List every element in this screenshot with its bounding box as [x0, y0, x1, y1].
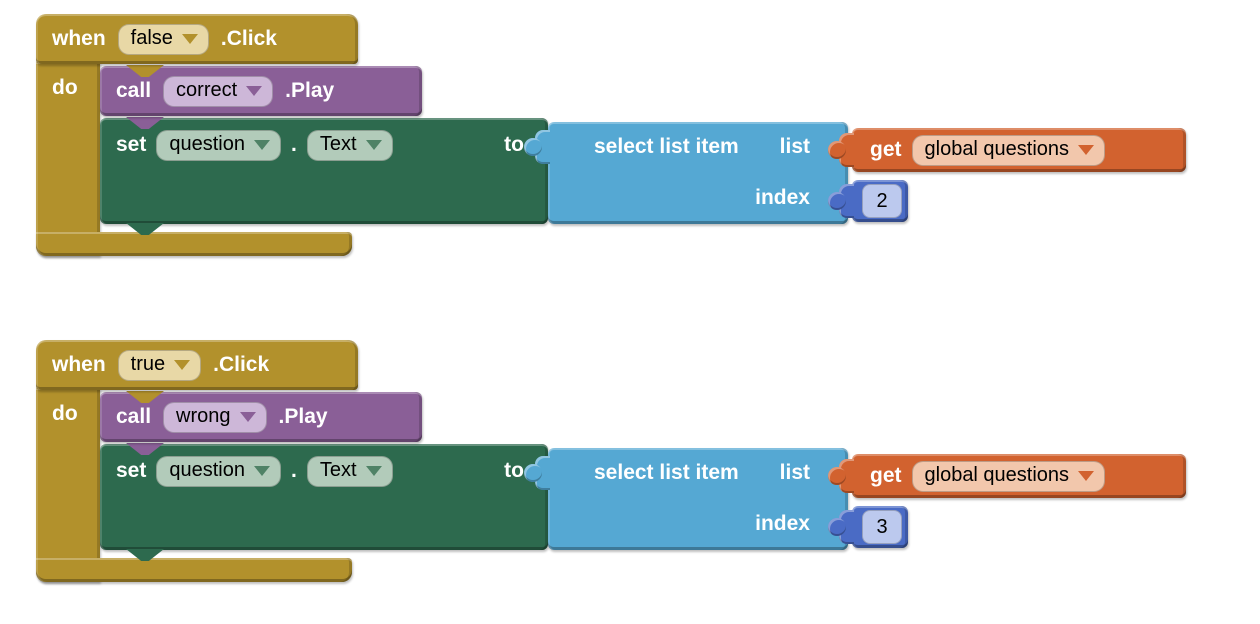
variable-dropdown[interactable]: global questions — [911, 460, 1106, 492]
dropdown-arrow-icon — [181, 33, 198, 44]
component-dropdown[interactable]: true — [117, 349, 202, 381]
value-plug-connector — [839, 133, 854, 167]
set-property-row: set question . Text to — [100, 118, 548, 172]
set-property-row: set question . Text to — [100, 444, 548, 498]
property-dropdown-value: Text — [319, 459, 357, 481]
sound-component-dropdown-value: correct — [176, 79, 238, 101]
index-row: index — [548, 498, 848, 550]
select-list-item-block[interactable]: select list item list index — [535, 448, 848, 550]
property-dropdown-value: Text — [319, 133, 357, 155]
index-arg-label: index — [755, 186, 810, 209]
target-component-dropdown-value: question — [169, 133, 245, 155]
property-dropdown[interactable]: Text — [306, 129, 393, 161]
dot-separator: . — [290, 133, 297, 156]
sound-component-dropdown-value: wrong — [176, 405, 231, 427]
set-label: set — [116, 459, 147, 482]
value-plug-connector — [839, 184, 854, 218]
property-dropdown[interactable]: Text — [306, 455, 393, 487]
dropdown-arrow-icon — [365, 465, 382, 476]
to-label: to — [504, 459, 524, 482]
call-label: call — [116, 405, 152, 428]
variable-dropdown-value: global questions — [924, 138, 1070, 160]
list-arg-label: list — [779, 461, 810, 484]
when-event-do-section[interactable]: do — [36, 62, 100, 256]
select-list-item-block[interactable]: select list item list index — [535, 122, 848, 224]
list-arg-label: list — [779, 135, 810, 158]
sound-component-dropdown[interactable]: wrong — [163, 401, 267, 433]
set-property-block[interactable]: set question . Text to — [100, 117, 548, 235]
dropdown-arrow-icon — [239, 411, 256, 422]
value-plug-connector — [535, 456, 550, 490]
method-name-label: .Play — [278, 405, 328, 428]
when-label: when — [52, 353, 106, 376]
get-label: get — [870, 464, 902, 487]
number-block[interactable]: 3 — [839, 506, 908, 548]
when-event-block[interactable]: when true .Click — [36, 340, 358, 390]
event-name-label: .Click — [213, 353, 270, 376]
value-plug-connector — [839, 510, 854, 544]
statement-connector-tab — [126, 391, 164, 403]
sound-component-dropdown[interactable]: correct — [163, 75, 274, 107]
get-variable-block[interactable]: get global questions — [839, 454, 1186, 498]
do-label: do — [52, 402, 78, 425]
call-label: call — [116, 79, 152, 102]
number-block[interactable]: 2 — [839, 180, 908, 222]
get-label: get — [870, 138, 902, 161]
variable-dropdown-value: global questions — [924, 464, 1070, 486]
select-list-item-row: select list item list — [548, 122, 848, 172]
do-label: do — [52, 76, 78, 99]
dropdown-arrow-icon — [253, 465, 270, 476]
select-list-item-label: select list item — [594, 461, 739, 484]
dropdown-arrow-icon — [1078, 144, 1095, 155]
when-event-foot[interactable] — [36, 558, 352, 582]
variable-dropdown[interactable]: global questions — [911, 134, 1106, 166]
component-dropdown[interactable]: false — [117, 23, 209, 55]
when-event-block[interactable]: when false .Click — [36, 14, 358, 64]
select-list-item-row: select list item list — [548, 448, 848, 498]
statement-connector-tab — [126, 65, 164, 77]
dropdown-arrow-icon — [246, 85, 263, 96]
event-block-stack-false-click: do when false .Click call correct .Play … — [36, 14, 1226, 264]
target-component-dropdown-value: question — [169, 459, 245, 481]
index-row: index — [548, 172, 848, 224]
dropdown-arrow-icon — [174, 359, 191, 370]
when-event-do-section[interactable]: do — [36, 388, 100, 582]
set-label: set — [116, 133, 147, 156]
component-dropdown-value: true — [130, 353, 166, 375]
value-plug-connector — [535, 130, 550, 164]
target-component-dropdown[interactable]: question — [156, 455, 281, 487]
when-event-foot[interactable] — [36, 232, 352, 256]
dropdown-arrow-icon — [365, 139, 382, 150]
call-play-block[interactable]: call correct .Play — [100, 65, 422, 116]
when-label: when — [52, 27, 106, 50]
get-variable-block[interactable]: get global questions — [839, 128, 1186, 172]
number-value-field[interactable]: 3 — [862, 510, 902, 544]
event-name-label: .Click — [220, 27, 277, 50]
set-property-block[interactable]: set question . Text to — [100, 443, 548, 561]
dot-separator: . — [290, 459, 297, 482]
select-list-item-label: select list item — [594, 135, 739, 158]
method-name-label: .Play — [285, 79, 335, 102]
index-arg-label: index — [755, 512, 810, 535]
dropdown-arrow-icon — [1078, 470, 1095, 481]
event-block-stack-true-click: do when true .Click call wrong .Play set — [36, 340, 1226, 590]
target-component-dropdown[interactable]: question — [156, 129, 281, 161]
to-label: to — [504, 133, 524, 156]
dropdown-arrow-icon — [253, 139, 270, 150]
number-value-field[interactable]: 2 — [862, 184, 902, 218]
component-dropdown-value: false — [130, 27, 173, 49]
call-play-block[interactable]: call wrong .Play — [100, 391, 422, 442]
value-plug-connector — [839, 459, 854, 493]
